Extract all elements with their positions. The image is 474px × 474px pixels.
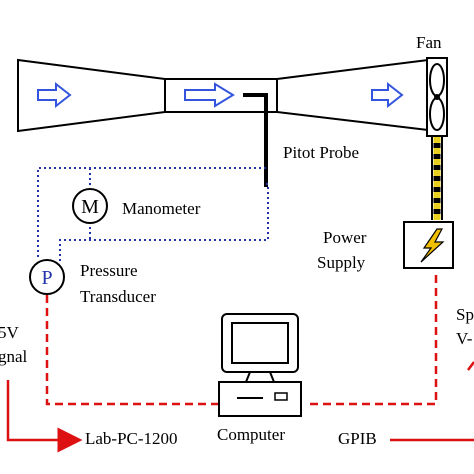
fan-drive-shaft	[431, 137, 443, 220]
gpib-label: GPIB	[338, 429, 377, 448]
computer-icon	[218, 313, 302, 417]
flow-arrow-icon	[371, 81, 404, 109]
lightning-icon	[420, 228, 445, 263]
tunnel-diffuser-section	[276, 58, 429, 132]
pressure-transducer-label-line2: Transducer	[80, 287, 156, 306]
fan-label: Fan	[416, 33, 442, 52]
manometer-symbol-letter: M	[81, 196, 99, 218]
bottom-signal-arrows	[6, 361, 474, 453]
manometer-label: Manometer	[122, 199, 201, 218]
pressure-transducer-symbol-letter: P	[41, 267, 52, 289]
power-supply-label-line1: Power	[323, 228, 367, 247]
power-supply-label-line2: Supply	[317, 253, 366, 272]
left-edge-label-line2: gnal	[0, 347, 28, 366]
pitot-probe	[243, 93, 268, 187]
fan-icon	[426, 57, 448, 137]
computer-label: Computer	[217, 425, 285, 444]
pitot-probe-label: Pitot Probe	[283, 143, 359, 162]
pneumatic-lines	[37, 167, 269, 262]
lab-pc-label: Lab-PC-1200	[85, 429, 178, 448]
flow-arrow-icon	[184, 82, 235, 108]
right-edge-label-line2: V-	[456, 329, 473, 348]
pressure-transducer-symbol	[29, 259, 65, 295]
flow-arrow-icon	[37, 81, 72, 109]
flow-arrow-icon	[37, 81, 404, 109]
manometer-symbol	[72, 188, 108, 224]
signal-lines	[45, 270, 438, 406]
left-edge-label-line1: 5V	[0, 323, 20, 342]
right-edge-label-line1: Sp	[456, 305, 474, 324]
pressure-transducer-label-line1: Pressure	[80, 261, 138, 280]
